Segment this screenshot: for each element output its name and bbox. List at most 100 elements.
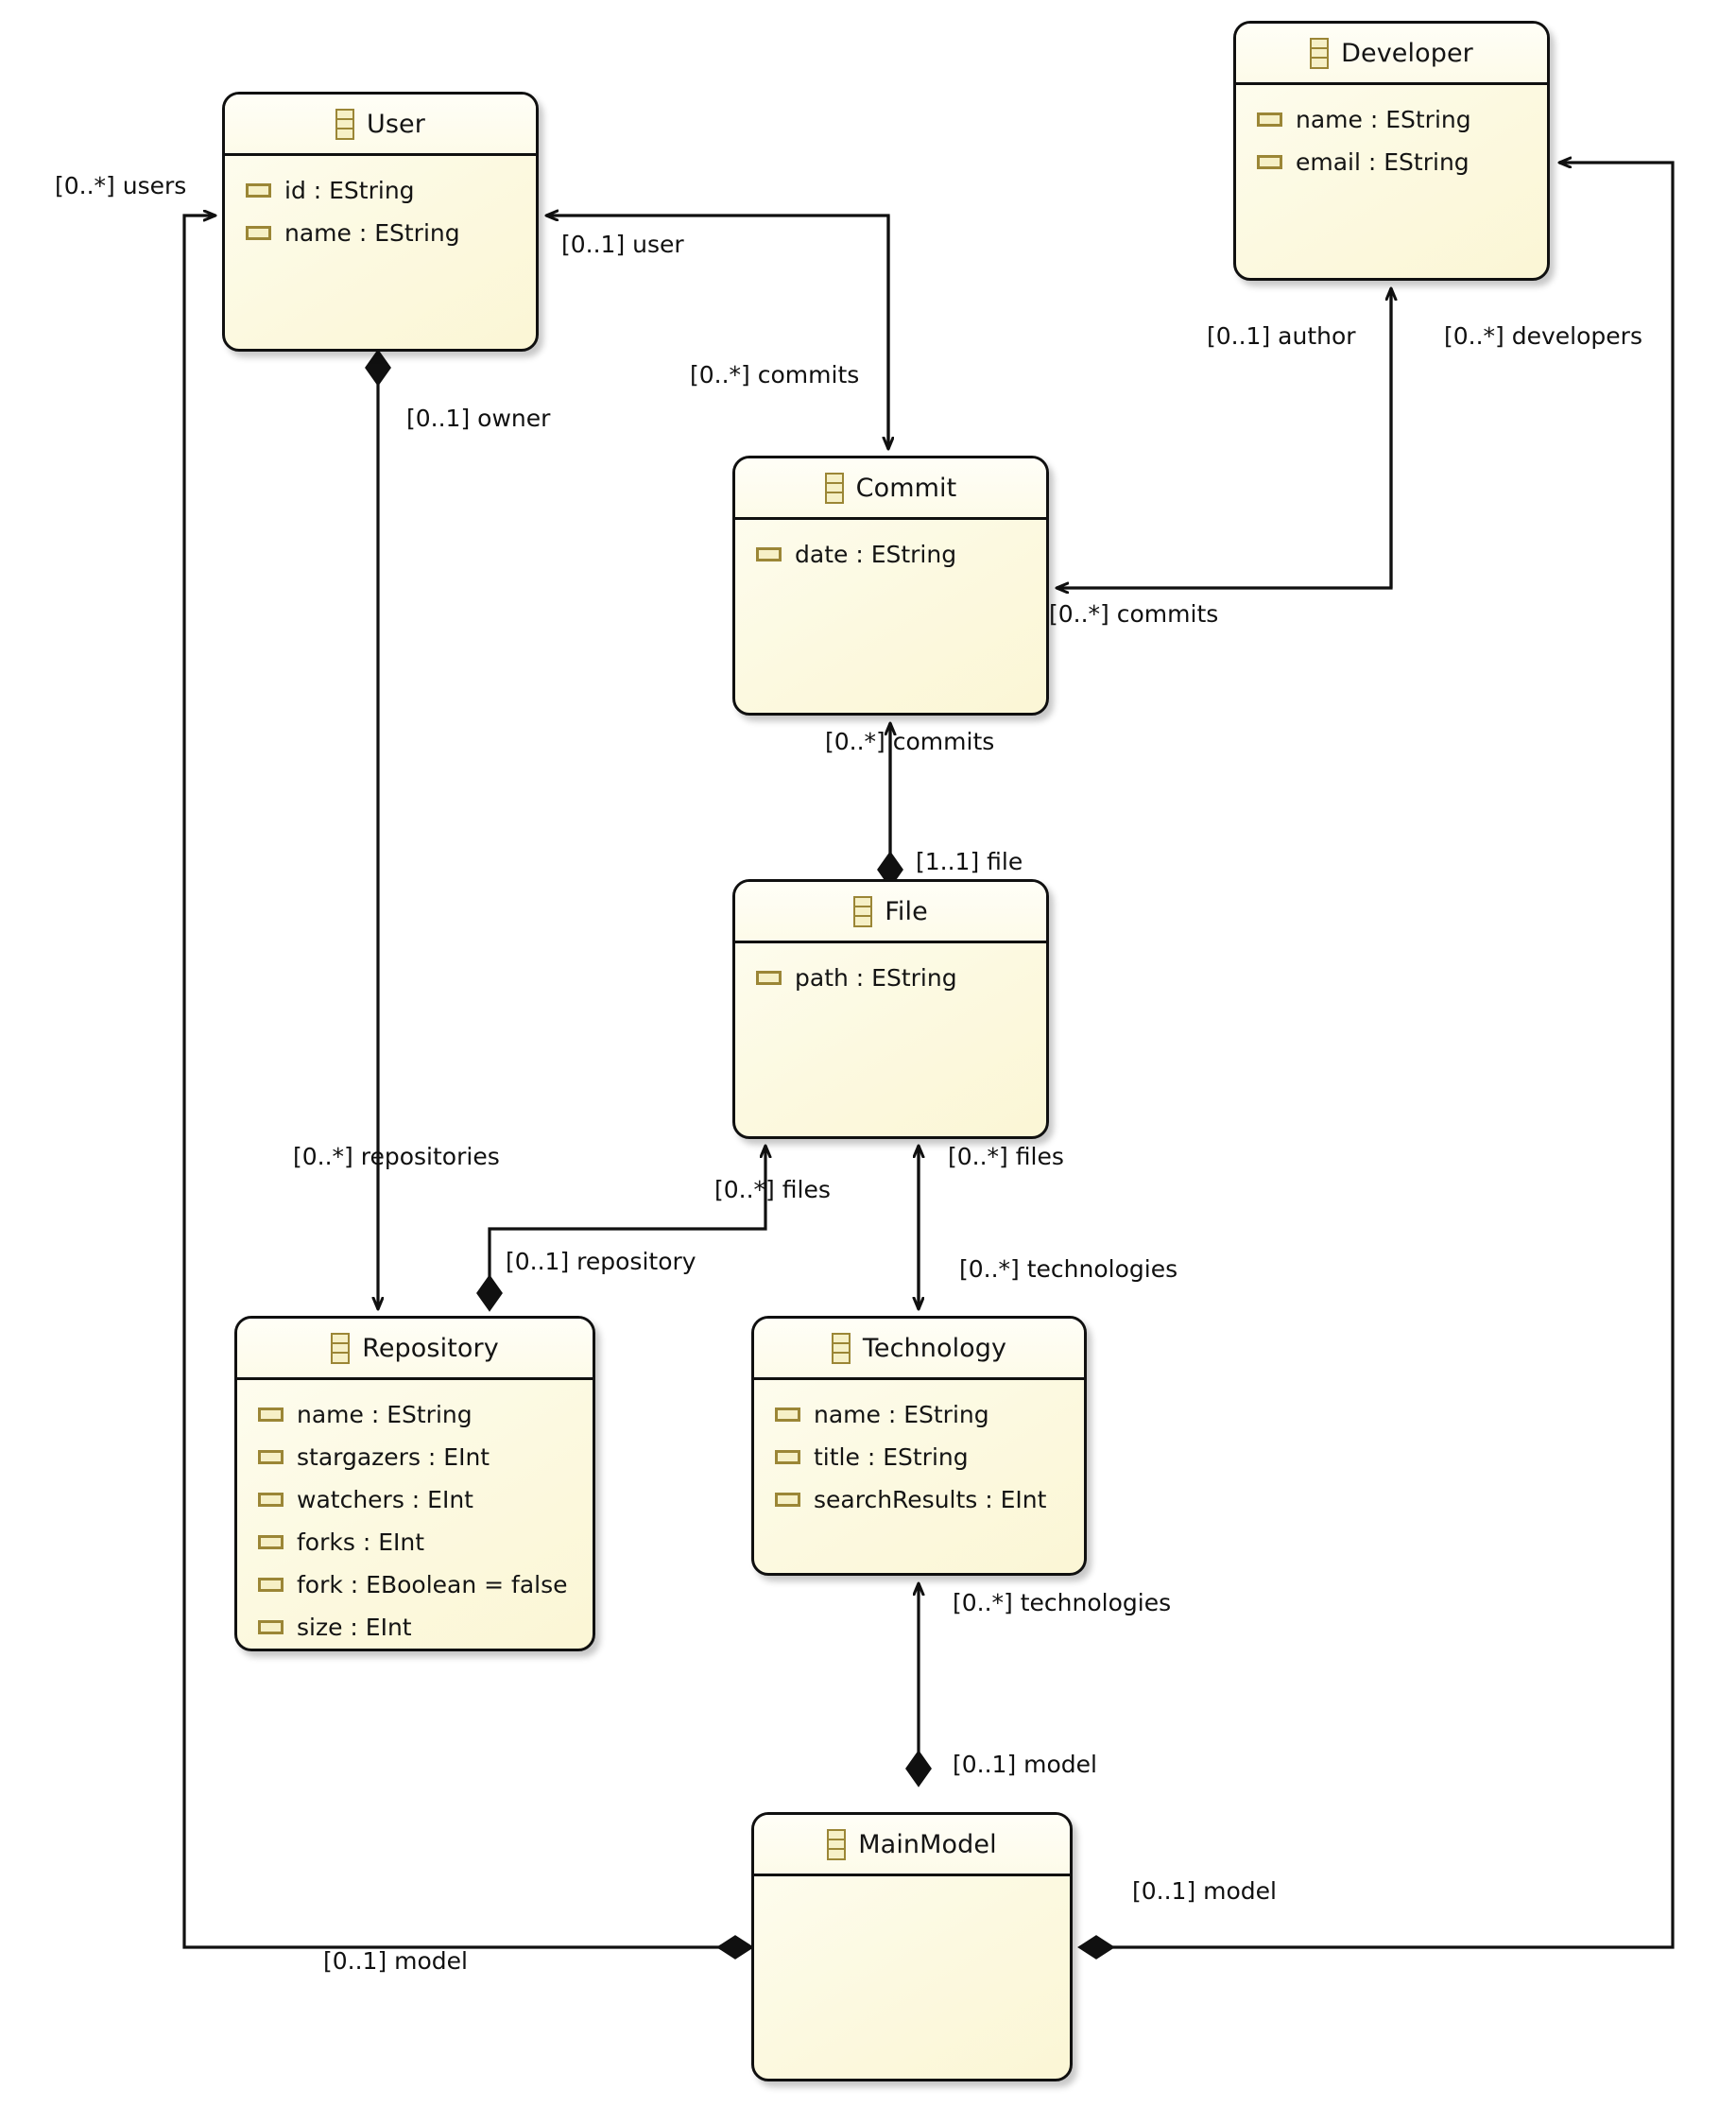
attribute-row: name : EString <box>754 1393 1084 1436</box>
class-header-developer: Developer <box>1236 24 1547 85</box>
edge-label-file: [1..1] file <box>916 848 1023 875</box>
attribute-row: fork : EBoolean = false <box>237 1563 593 1606</box>
class-attributes-repository: name : EString stargazers : EInt watcher… <box>237 1380 593 1649</box>
class-header-commit: Commit <box>735 458 1046 520</box>
attribute-label: name : EString <box>284 219 460 247</box>
class-box-technology[interactable]: Technology name : EString title : EStrin… <box>751 1316 1087 1576</box>
edge-label-user: [0..1] user <box>561 231 684 258</box>
attribute-label: path : EString <box>795 964 957 992</box>
edge-repository-files-file <box>488 1146 765 1309</box>
edge-label-files-repository: [0..*] files <box>714 1176 831 1203</box>
edge-label-model-left: [0..1] model <box>323 1947 469 1975</box>
attribute-row: name : EString <box>1236 98 1547 141</box>
class-header-repository: Repository <box>237 1319 593 1380</box>
class-name-technology: Technology <box>862 1333 1007 1363</box>
attribute-label: watchers : EInt <box>297 1486 473 1513</box>
class-box-commit[interactable]: Commit date : EString <box>732 456 1049 716</box>
attribute-row: stargazers : EInt <box>237 1436 593 1478</box>
eclass-icon <box>853 895 873 927</box>
attribute-label: name : EString <box>814 1401 989 1428</box>
class-attributes-developer: name : EString email : EString <box>1236 85 1547 183</box>
class-attributes-file: path : EString <box>735 943 1046 999</box>
attribute-row: id : EString <box>225 169 536 212</box>
attribute-row: title : EString <box>754 1436 1084 1478</box>
edge-label-author: [0..1] author <box>1207 322 1356 350</box>
class-name-developer: Developer <box>1341 38 1473 68</box>
edge-mainmodel-users <box>182 216 751 1949</box>
attribute-row: path : EString <box>735 957 1046 999</box>
attribute-label: fork : EBoolean = false <box>297 1571 568 1598</box>
eclass-icon <box>824 472 844 504</box>
eattribute-icon <box>258 1620 284 1634</box>
eattribute-icon <box>246 183 271 198</box>
eattribute-icon <box>756 547 782 561</box>
edge-label-commits-developer: [0..*] commits <box>1049 600 1219 628</box>
eattribute-icon <box>756 971 782 985</box>
class-attributes-technology: name : EString title : EString searchRes… <box>754 1380 1084 1521</box>
attribute-label: date : EString <box>795 541 957 568</box>
eattribute-icon <box>258 1493 284 1507</box>
attribute-row: email : EString <box>1236 141 1547 183</box>
edge-label-users: [0..*] users <box>55 172 187 199</box>
eattribute-icon <box>775 1450 800 1464</box>
attribute-label: id : EString <box>284 177 415 204</box>
eattribute-icon <box>258 1408 284 1422</box>
edge-label-commits-file: [0..*] commits <box>825 728 995 755</box>
attribute-row: searchResults : EInt <box>754 1478 1084 1521</box>
eattribute-icon <box>1257 155 1282 169</box>
edge-label-model-right: [0..1] model <box>1132 1877 1278 1905</box>
eclass-icon <box>827 1828 847 1860</box>
attribute-label: stargazers : EInt <box>297 1443 490 1471</box>
edge-label-developers: [0..*] developers <box>1444 322 1642 350</box>
class-box-developer[interactable]: Developer name : EString email : EString <box>1233 21 1550 281</box>
attribute-row: name : EString <box>237 1393 593 1436</box>
class-name-mainmodel: MainModel <box>858 1829 997 1859</box>
class-attributes-user: id : EString name : EString <box>225 156 536 254</box>
edge-label-repositories: [0..*] repositories <box>293 1143 500 1170</box>
edge-mainmodel-developers <box>1080 163 1675 1949</box>
eclass-icon <box>1310 37 1330 69</box>
eclass-icon <box>331 1332 351 1364</box>
class-name-user: User <box>367 109 425 139</box>
eattribute-icon <box>246 226 271 240</box>
class-name-repository: Repository <box>362 1333 499 1363</box>
attribute-row: date : EString <box>735 533 1046 576</box>
attribute-label: forks : EInt <box>297 1528 425 1556</box>
class-attributes-commit: date : EString <box>735 520 1046 576</box>
attribute-label: searchResults : EInt <box>814 1486 1047 1513</box>
class-name-file: File <box>885 896 928 926</box>
eattribute-icon <box>775 1408 800 1422</box>
class-box-user[interactable]: User id : EString name : EString <box>222 92 539 352</box>
eattribute-icon <box>258 1450 284 1464</box>
attribute-label: email : EString <box>1296 148 1470 176</box>
attribute-label: size : EInt <box>297 1614 412 1641</box>
edge-label-files-technology: [0..*] files <box>948 1143 1064 1170</box>
eattribute-icon <box>258 1578 284 1592</box>
class-header-mainmodel: MainModel <box>754 1815 1070 1876</box>
class-name-commit: Commit <box>855 473 957 503</box>
class-box-mainmodel[interactable]: MainModel <box>751 1812 1073 2081</box>
attribute-row: size : EInt <box>237 1606 593 1649</box>
eattribute-icon <box>1257 112 1282 127</box>
attribute-row: watchers : EInt <box>237 1478 593 1521</box>
class-box-repository[interactable]: Repository name : EString stargazers : E… <box>234 1316 595 1651</box>
edge-label-model-technology: [0..1] model <box>953 1751 1098 1778</box>
edge-label-technologies-file: [0..*] technologies <box>959 1255 1178 1283</box>
eattribute-icon <box>258 1535 284 1549</box>
class-header-file: File <box>735 882 1046 943</box>
class-header-technology: Technology <box>754 1319 1084 1380</box>
class-box-file[interactable]: File path : EString <box>732 879 1049 1139</box>
edge-label-technologies-main: [0..*] technologies <box>953 1589 1172 1616</box>
edge-label-commits-user: [0..*] commits <box>690 361 860 389</box>
eclass-icon <box>335 108 355 140</box>
eattribute-icon <box>775 1493 800 1507</box>
attribute-row: name : EString <box>225 212 536 254</box>
edge-label-repository: [0..1] repository <box>506 1248 696 1275</box>
attribute-label: title : EString <box>814 1443 969 1471</box>
attribute-row: forks : EInt <box>237 1521 593 1563</box>
class-header-user: User <box>225 95 536 156</box>
edge-label-owner: [0..1] owner <box>406 405 551 432</box>
eclass-icon <box>831 1332 851 1364</box>
attribute-label: name : EString <box>1296 106 1471 133</box>
